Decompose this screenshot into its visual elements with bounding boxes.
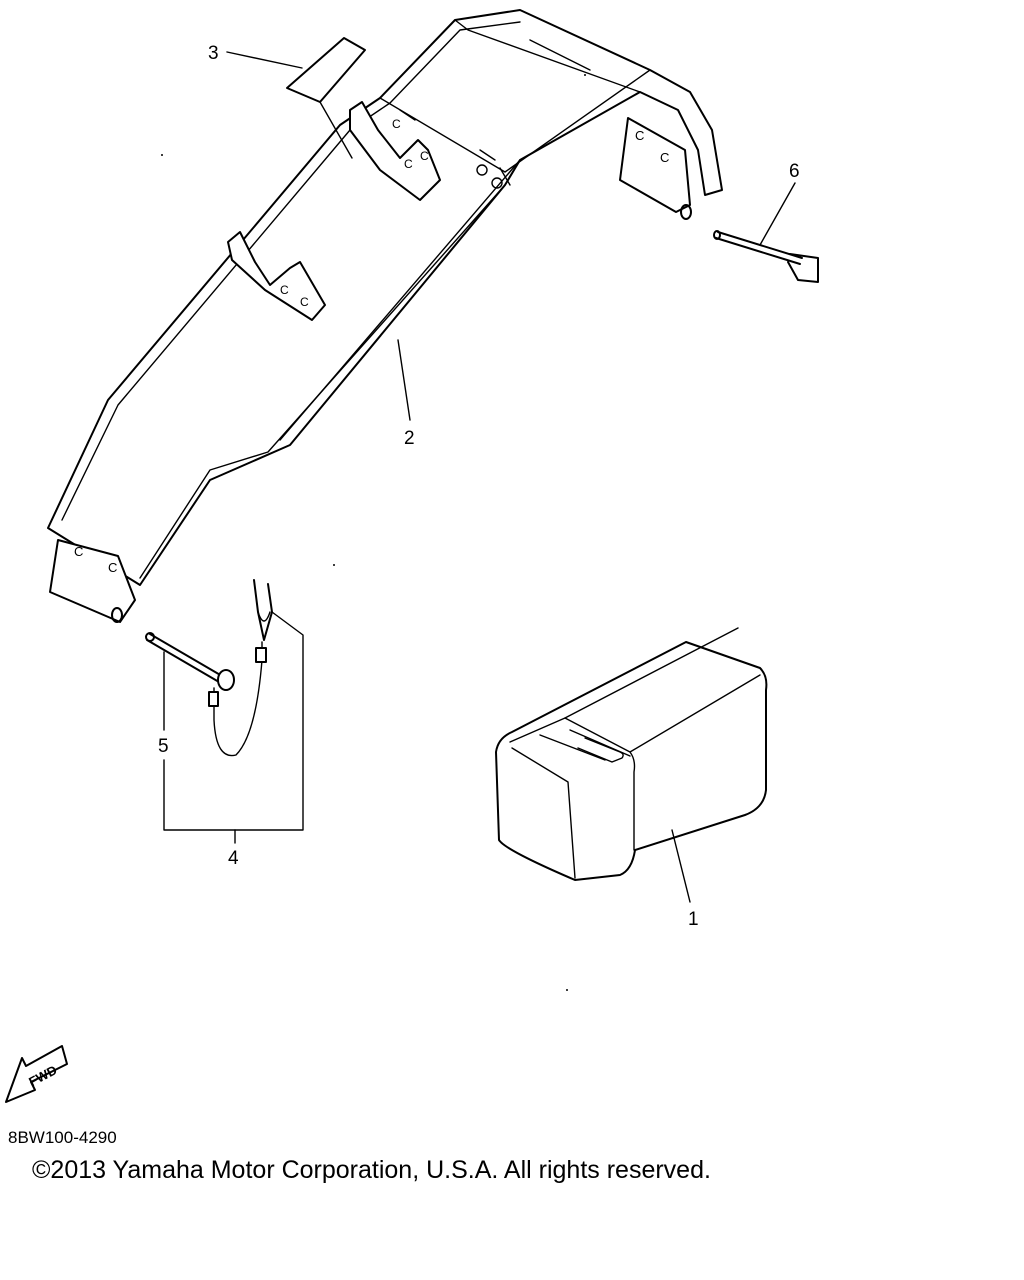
callout-5: 5 [158, 736, 169, 757]
svg-text:C: C [660, 150, 669, 165]
callout-6: 6 [789, 161, 800, 182]
callout-2: 2 [404, 428, 415, 449]
callout-1: 1 [688, 909, 699, 930]
copyright-notice: ©2013 Yamaha Motor Corporation, U.S.A. A… [32, 1156, 711, 1184]
svg-text:C: C [300, 295, 309, 309]
fwd-arrow-icon: FWD [5, 1045, 68, 1103]
svg-text:C: C [392, 117, 401, 131]
svg-text:C: C [108, 560, 117, 575]
rail-ramp: C C C C C C C C C [47, 9, 723, 623]
svg-text:C: C [280, 283, 289, 297]
pin-lanyard-assembly [145, 579, 273, 757]
svg-text:C: C [420, 149, 429, 163]
cover-bag [495, 627, 768, 881]
callout-4: 4 [228, 848, 239, 869]
leader-lines [163, 51, 796, 903]
label-decal [286, 37, 366, 103]
svg-text:C: C [74, 544, 83, 559]
l-pin [713, 230, 819, 283]
svg-text:C: C [404, 157, 413, 171]
drawing-code: 8BW100-4290 [8, 1128, 117, 1147]
svg-text:C: C [635, 128, 644, 143]
callout-3: 3 [208, 43, 219, 64]
